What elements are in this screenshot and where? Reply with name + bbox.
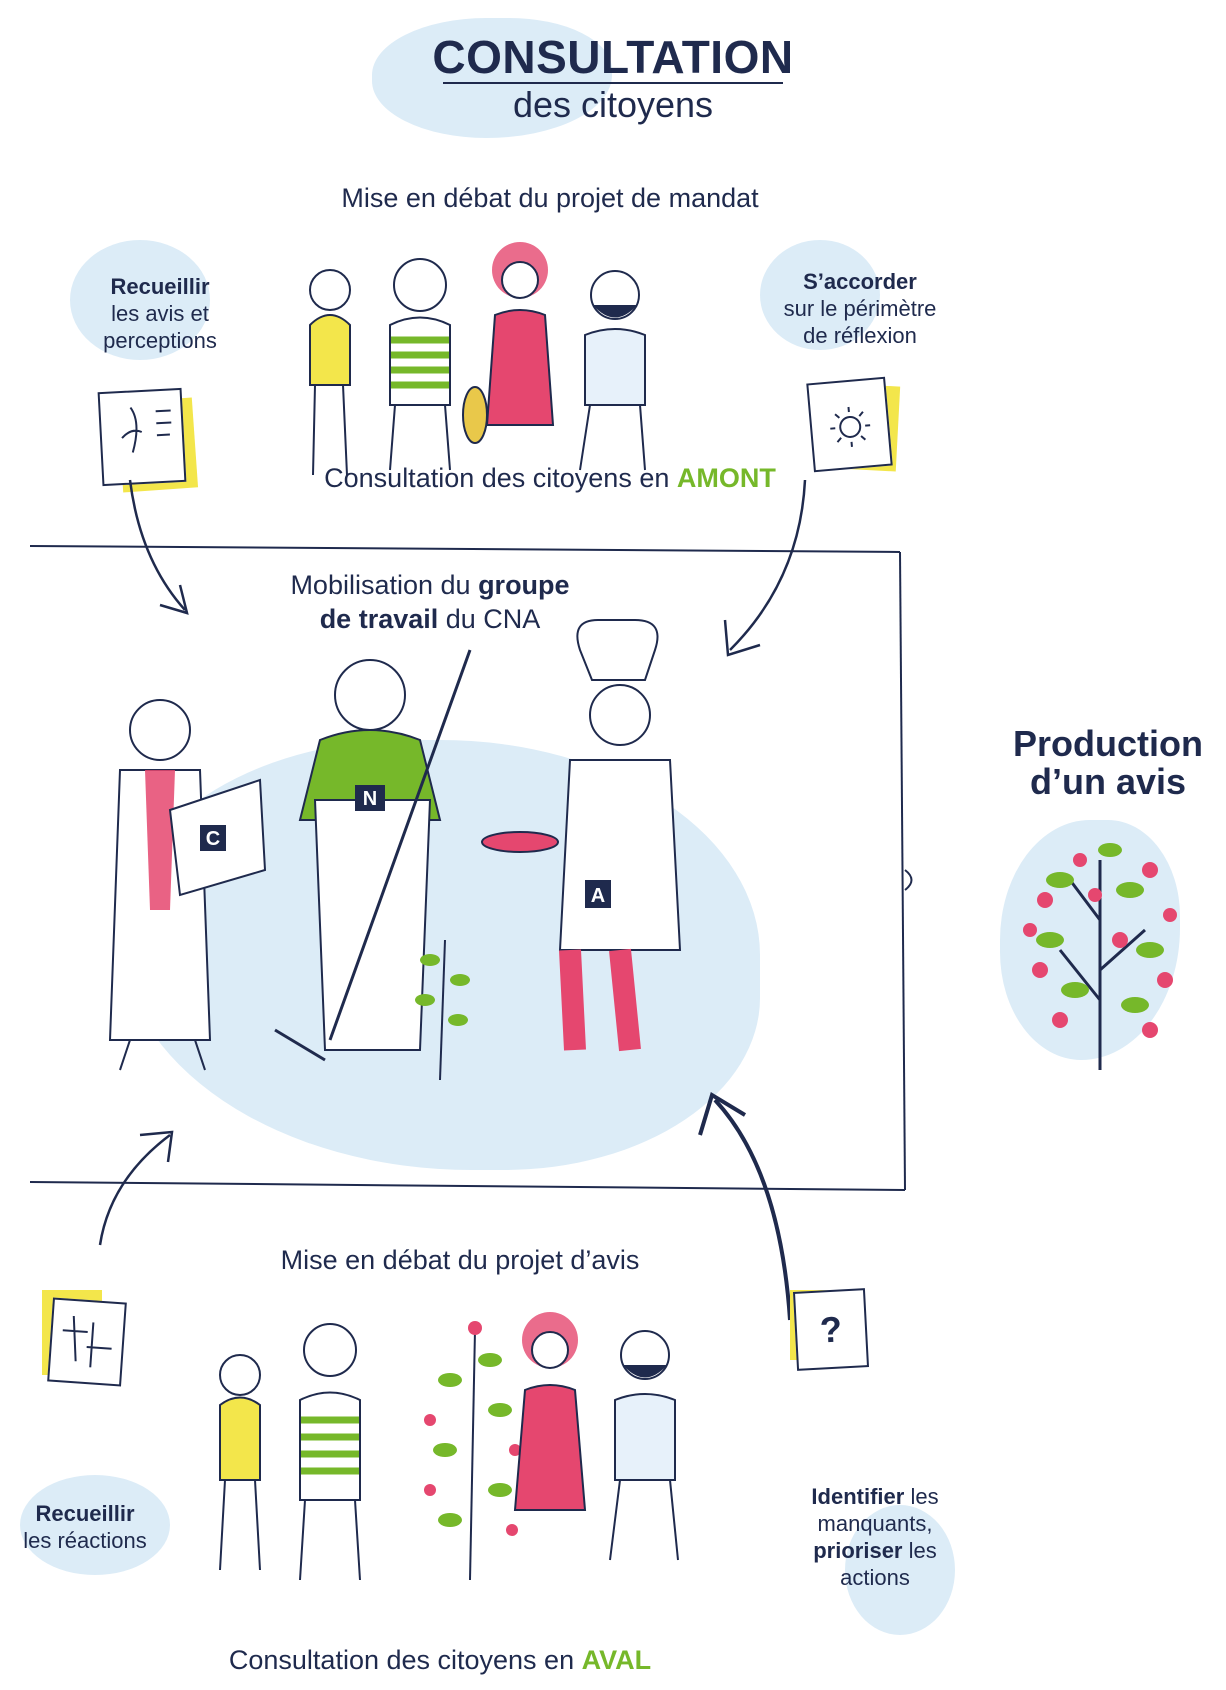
frame-right-line (899, 551, 906, 1191)
groupe-prefix: Mobilisation du (290, 570, 471, 600)
question-mark-icon: ? (818, 1308, 844, 1351)
arrow-aval-left (98, 1134, 171, 1246)
aval-heading: Mise en débat du projet d’avis (280, 1245, 640, 1275)
frame-bracket (904, 869, 913, 891)
aval-left-line: les réactions (23, 1528, 147, 1553)
production-line1: Production (1013, 723, 1203, 764)
aval-footer-strong: AVAL (581, 1645, 652, 1675)
amont-right-line1: sur le périmètre (783, 296, 937, 321)
arrow-amont-right (729, 479, 807, 651)
aval-left-label: Recueillir les réactions (0, 1500, 170, 1554)
amont-people-illustration (309, 242, 646, 476)
amont-right-document-icon (806, 376, 893, 473)
groupe-strong-2: de travail (319, 604, 439, 634)
amont-left-document-icon (97, 387, 187, 487)
aval-people-illustration (219, 1312, 679, 1581)
left-bottom-blob (20, 1475, 170, 1575)
plan-sketch-icon (62, 1315, 112, 1368)
frame-bottom-line (29, 1181, 906, 1191)
title-blob (372, 18, 612, 138)
aval-left-strong: Recueillir (35, 1501, 135, 1526)
groupe-illustration: C N A (108, 619, 682, 1081)
aval-right-rest-1: les (910, 1484, 939, 1509)
amont-left-line1: les avis et (111, 301, 209, 326)
aval-left-document-icon (47, 1297, 127, 1387)
amont-right-label: S’accorder sur le périmètre de réflexion (745, 268, 975, 349)
groupe-suffix: du CNA (445, 604, 541, 634)
left-top-blob (70, 240, 210, 360)
groupe-strong-1: groupe (478, 570, 570, 600)
amont-footer-strong: AMONT (676, 463, 776, 493)
letter-c: C (206, 828, 220, 850)
arrow-amont-left (128, 479, 186, 611)
amont-left-label: Recueillir les avis et perceptions (60, 273, 260, 354)
groupe-heading: Mobilisation du groupe de travail du CNA (230, 568, 630, 636)
fruit-tree-icon (1023, 843, 1177, 1070)
production-line2: d’un avis (1029, 761, 1187, 802)
production-title: Production d’un avis (990, 725, 1226, 801)
aval-right-rest-3: les (908, 1538, 937, 1563)
amont-right-strong: S’accorder (803, 269, 917, 294)
amont-footer-prefix: Consultation des citoyens en (324, 463, 670, 493)
aval-right-document-icon: ? (792, 1288, 870, 1371)
right-bottom-blob (845, 1505, 955, 1635)
document-sketch-icon (121, 406, 172, 453)
sun-sketch-icon (830, 406, 871, 447)
arrow-aval-right (713, 1098, 792, 1321)
page-title: CONSULTATION (432, 31, 794, 83)
aval-right-strong-2: prioriser (813, 1538, 903, 1563)
aval-right-rest-2: manquants, (817, 1511, 933, 1536)
frame-top-line (29, 545, 901, 553)
aval-footer-prefix: Consultation des citoyens en (228, 1645, 575, 1675)
aval-footer: Consultation des citoyens en AVAL (140, 1645, 740, 1676)
amont-left-strong: Recueillir (110, 274, 210, 299)
letter-n: N (363, 788, 377, 810)
amont-left-line2: perceptions (103, 328, 217, 353)
right-top-blob (760, 240, 880, 350)
aval-right-label: Identifier les manquants, prioriser les … (790, 1483, 960, 1591)
amont-right-line2: de réflexion (803, 323, 917, 348)
letter-a: A (591, 885, 605, 907)
tree-blob (1000, 820, 1180, 1060)
amont-heading: Mise en débat du projet de mandat (341, 183, 759, 213)
aval-right-rest-4: actions (840, 1565, 910, 1590)
page-subtitle: des citoyens (512, 84, 714, 125)
aval-right-strong-1: Identifier (811, 1484, 905, 1509)
amont-footer: Consultation des citoyens en AMONT (150, 463, 950, 494)
title-divider (443, 82, 783, 84)
